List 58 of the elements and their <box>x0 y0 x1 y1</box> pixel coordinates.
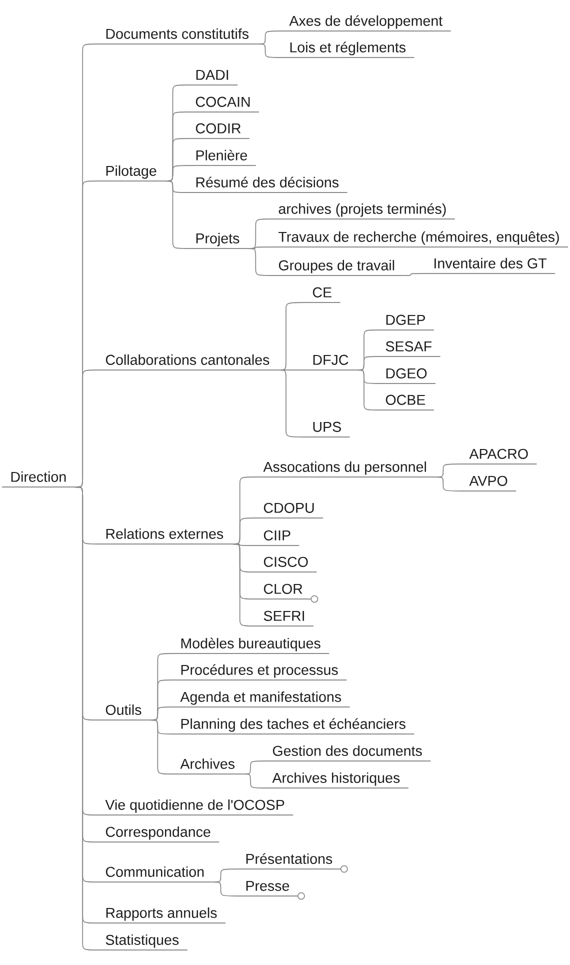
branch-line <box>212 882 238 896</box>
topic-label: AVPO <box>460 476 517 492</box>
branch-line <box>402 273 426 276</box>
branch-line <box>434 476 462 492</box>
topic-label: DFJC <box>304 354 358 370</box>
topic-label: Outils <box>96 704 150 720</box>
topic-label: DADI <box>186 70 238 86</box>
topic-label: CDOPU <box>254 502 324 518</box>
topic-label: Planning des taches et échéanciers <box>172 718 415 734</box>
topic-label: Agenda et manifestations <box>172 691 350 708</box>
topic-label: Assocations du personnel <box>254 461 436 478</box>
topic-label: Gestion des documents <box>264 745 432 762</box>
topic-label: Plenière <box>186 150 256 166</box>
topic-label: Archives historiques <box>264 772 409 788</box>
topic-label: Pilotage <box>96 165 166 182</box>
topic-label: Inventaire des GT <box>424 258 556 274</box>
topic-label: Collaborations cantonales <box>96 354 278 370</box>
topic-label: Direction <box>2 471 76 488</box>
topic-label: Archives <box>172 758 244 774</box>
topic-label: Projets <box>186 232 248 249</box>
branch-line <box>231 544 256 626</box>
topic-label: SESAF <box>376 341 441 357</box>
topic-label: CE <box>304 287 341 303</box>
topic-label: Axes de développement <box>280 15 452 32</box>
topic-label: Vie quotidienne de l'OCOSP <box>96 799 294 816</box>
topic-label: DGEO <box>376 368 436 384</box>
topic-label: Résumé des décisions <box>186 176 348 193</box>
branch-line <box>256 44 282 58</box>
topic-label: Groupes de travail <box>270 260 404 276</box>
topic-label: Relations externes <box>96 528 232 544</box>
topic-label: COCAIN <box>186 96 260 112</box>
topic-label: SEFRI <box>254 610 314 626</box>
topic-label: CODIR <box>186 123 250 139</box>
branch-line <box>356 370 378 410</box>
topic-label: archives (projets terminés) <box>270 203 456 220</box>
topic-label: Presse <box>236 880 298 896</box>
topic-label: UPS <box>304 422 350 438</box>
topic-label: CISCO <box>254 556 318 572</box>
topic-label: Présentations <box>236 853 342 870</box>
branch-line <box>164 180 188 249</box>
topic-label: Modèles bureautiques <box>172 638 330 654</box>
topic-label: Documents constitutifs <box>96 28 258 44</box>
topic-label: Correspondance <box>96 826 220 842</box>
branch-line <box>278 370 304 438</box>
topic-label: OCBE <box>376 394 434 410</box>
topic-label: Rapports annuels <box>96 907 226 924</box>
topic-label: DGEP <box>376 314 434 330</box>
topic-label: CLOR <box>254 584 312 600</box>
topic-label: Procédures et processus <box>172 664 348 680</box>
branch-line <box>247 248 270 276</box>
topic-label: APACRO <box>460 448 538 464</box>
branch-line <box>150 720 172 774</box>
topic-label: CIIP <box>254 530 300 546</box>
topic-label: Lois et réglements <box>280 42 415 58</box>
branch-line <box>242 774 264 788</box>
topic-label: Communication <box>96 866 214 882</box>
topic-label: Travaux de recherche (mémoires, enquêtes) <box>270 231 568 248</box>
topic-label: Statistiques <box>96 934 188 950</box>
